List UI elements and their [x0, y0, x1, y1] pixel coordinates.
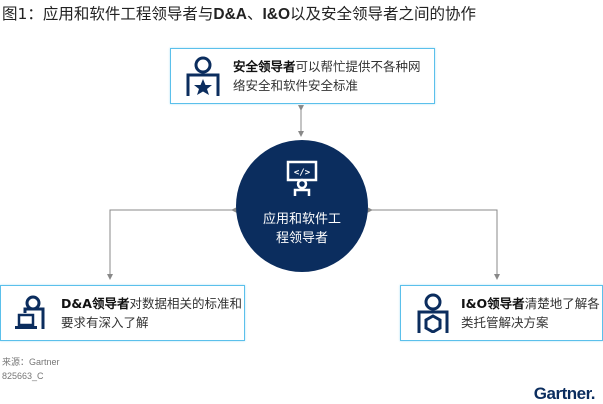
io-leader-box: I&O领导者清楚地了解各类托管解决方案: [400, 285, 603, 341]
source-note: 来源：Gartner: [2, 357, 60, 367]
svg-text:</>: </>: [294, 168, 311, 178]
security-leader-box: 安全领导者可以帮忙提供不各种网络安全和软件安全标准: [170, 48, 435, 104]
person-hexagon-icon: [417, 293, 449, 333]
center-label-line2: 程领导者: [275, 231, 328, 246]
arrow-io: [367, 207, 500, 280]
gartner-logo: Gartner.: [533, 384, 596, 403]
figure-title: 图1：应用和软件工程领导者与D&A、I&O以及安全领导者之间的协作: [2, 5, 477, 23]
center-label-line1: 应用和软件工: [262, 212, 341, 227]
person-laptop-icon: [15, 295, 45, 329]
da-leader-box: D&A领导者对数据相关的标准和要求有深入了解: [0, 285, 245, 341]
arrow-da: [107, 207, 237, 280]
person-star-icon: [186, 56, 220, 96]
app-software-engineering-leader-node: </> 应用和软件工程领导者: [236, 140, 368, 272]
figure-id: 825663_C: [2, 371, 44, 381]
code-monitor-person-icon: </>: [286, 160, 318, 196]
